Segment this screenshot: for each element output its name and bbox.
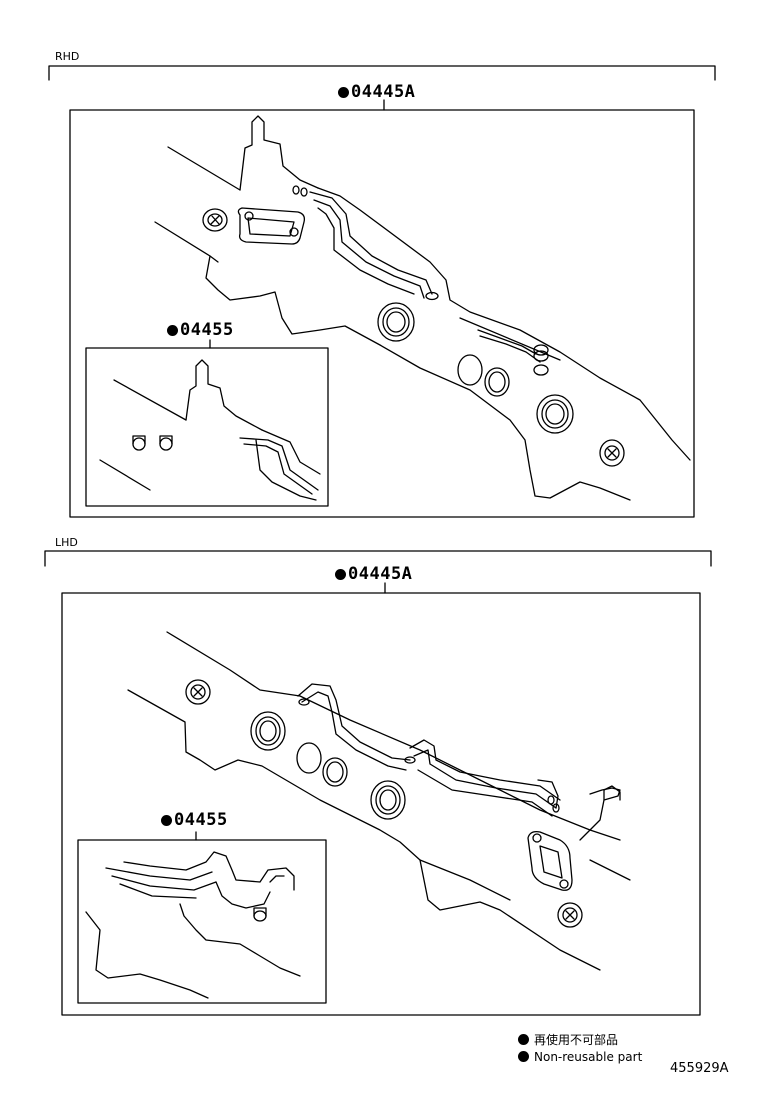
- rhd-inset-part-number: 04455: [180, 320, 234, 340]
- lhd-inset-part-label: 04455: [161, 810, 228, 830]
- rhd-section: [48, 65, 716, 518]
- rhd-oil-seal-1: [377, 302, 415, 342]
- lhd-bracket: [44, 550, 712, 567]
- lhd-oring-small-2: [404, 756, 416, 764]
- rhd-oring-small-3: [425, 291, 439, 301]
- lhd-section: [44, 550, 712, 1016]
- lhd-section-label: LHD: [55, 536, 78, 549]
- legend-english-text: Non-reusable part: [534, 1050, 643, 1064]
- rhd-kit-part-number: 04445A: [351, 82, 416, 102]
- rhd-inset-drawing: [99, 359, 321, 501]
- rhd-small-seals: [533, 344, 549, 376]
- non-reusable-marker-icon: [338, 87, 349, 98]
- lhd-pinion-stub: [603, 785, 621, 801]
- lhd-rack-housing: [127, 631, 631, 971]
- non-reusable-marker-icon: [161, 815, 172, 826]
- lhd-inset-frame: [77, 839, 327, 1004]
- rhd-kit-frame: [69, 109, 695, 518]
- legend-japanese-text: 再使用不可部品: [534, 1033, 619, 1047]
- lhd-inset-part-number: 04455: [174, 810, 228, 830]
- lhd-inset-bolt: [253, 907, 267, 922]
- rhd-kit-part-label: 04445A: [338, 82, 415, 102]
- lhd-pipes: [297, 683, 561, 817]
- lhd-oring-1: [296, 742, 322, 774]
- rhd-inset-frame: [85, 347, 329, 507]
- legend-english: Non-reusable part: [518, 1050, 642, 1064]
- lhd-mount-bolt-right: [557, 902, 583, 928]
- lhd-kit-frame: [61, 592, 701, 1016]
- rhd-mount-bolt-left: [202, 208, 228, 232]
- non-reusable-marker-icon: [335, 569, 346, 580]
- rhd-gasket-plate: [237, 207, 306, 245]
- rhd-inset-bolt-1: [132, 435, 146, 451]
- lhd-oring-small-3: [547, 795, 555, 805]
- rhd-oring-small-2: [300, 187, 308, 197]
- rhd-section-label: RHD: [55, 50, 80, 63]
- lhd-inset-drawing: [85, 851, 301, 999]
- lhd-oring-small-1: [298, 698, 310, 706]
- lhd-oil-seal-1: [250, 711, 286, 751]
- non-reusable-marker-icon: [167, 325, 178, 336]
- lhd-kit-part-number: 04445A: [348, 564, 413, 584]
- legend-japanese: 再使用不可部品: [518, 1031, 618, 1048]
- rhd-oring-small-1: [292, 185, 300, 195]
- rhd-rack-housing: [154, 115, 691, 501]
- rhd-pipes: [309, 191, 541, 363]
- rhd-bracket: [48, 65, 716, 81]
- lhd-gasket-plate: [527, 830, 573, 891]
- rhd-oring-1: [457, 354, 483, 386]
- lhd-oring-2: [322, 757, 348, 787]
- lhd-kit-part-label: 04445A: [335, 564, 412, 584]
- rhd-inset-part-label: 04455: [167, 320, 234, 340]
- lhd-oring-small-4: [552, 803, 560, 813]
- rhd-oring-2: [484, 367, 510, 397]
- figure-number: 455929A: [670, 1061, 729, 1076]
- rhd-mount-bolt-right: [599, 439, 625, 467]
- rhd-inset-bolt-2: [159, 435, 173, 451]
- non-reusable-marker-icon: [518, 1034, 529, 1045]
- lhd-mount-bolt-left: [185, 679, 211, 705]
- non-reusable-marker-icon: [518, 1051, 529, 1062]
- lhd-oil-seal-2: [370, 780, 406, 820]
- rhd-oil-seal-2: [536, 394, 574, 434]
